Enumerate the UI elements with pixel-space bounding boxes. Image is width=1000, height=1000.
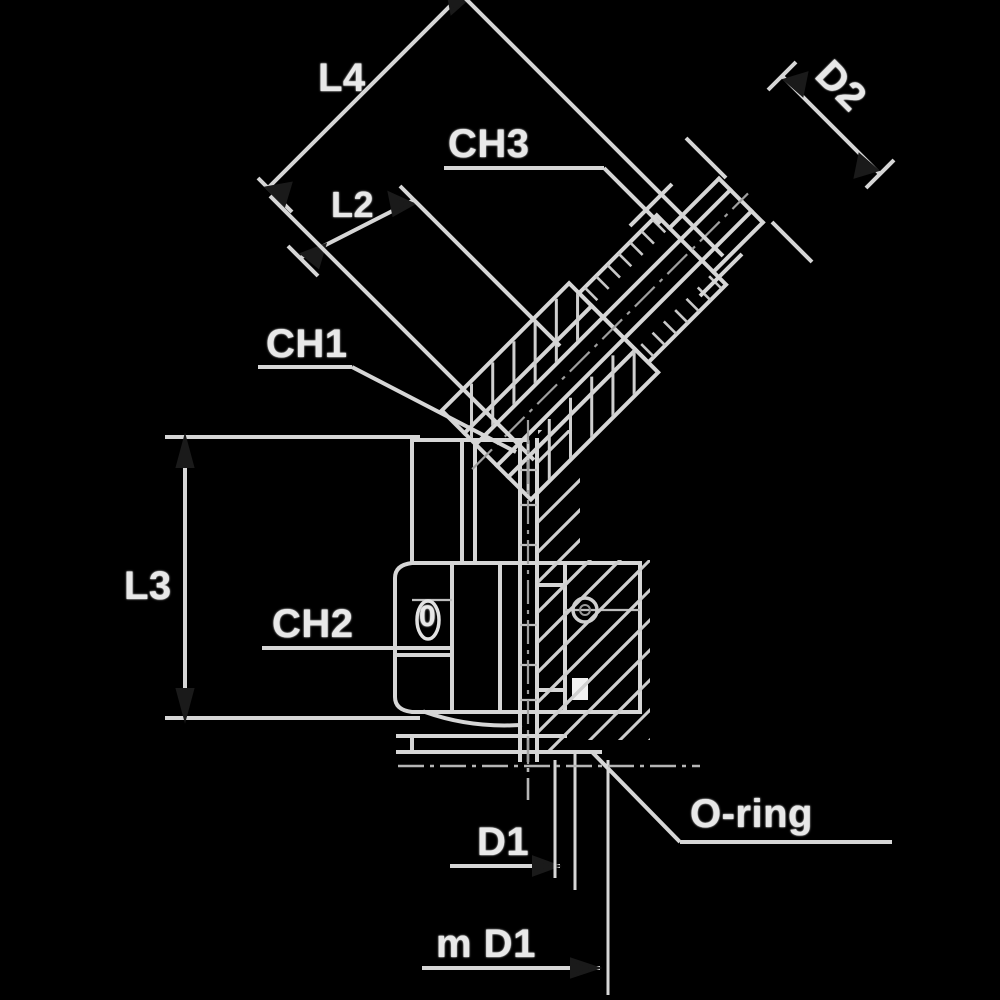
dim-d2 [766,60,896,190]
hex-nut-outline [393,561,502,714]
dim-m-d1-arrow [570,957,603,979]
dim-l3 [165,432,420,724]
thread-crests [583,218,723,358]
dim-label-l3: L3 [124,564,172,608]
branch-bore-top [472,187,734,448]
branch-tip-top [666,175,722,231]
centerlines [398,736,700,800]
callout-label-oring: O-ring [690,792,813,836]
branch-bore-bottom [494,208,755,469]
o-ring-section [571,596,599,624]
dim-l2-leg-right [412,198,562,348]
nut-flat-marker [415,599,441,641]
leader-ch1-slash [351,365,517,454]
dim-l2-arrow-a [299,242,328,270]
dim-l2-tick-a [286,244,320,278]
callout-label-ch3: CH3 [448,122,530,166]
dim-l3-arrow-bottom [175,688,195,724]
leader-ch3-slash [602,166,662,226]
dim-l2 [286,184,562,348]
branch-tip-bottom [710,219,766,275]
dim-label-l4: L4 [318,56,366,100]
dim-label-m-d1: m D1 [436,922,536,966]
dim-l2-arrow-b [387,190,417,218]
dim-d2-tick-a [766,60,798,92]
callout-label-ch1: CH1 [266,322,348,366]
dim-l4-line-left [266,0,459,190]
dim-l4-leg2 [464,0,725,258]
branch-extension-marks [628,136,814,298]
dim-label-d1: D1 [477,820,530,864]
chamfer-curve [422,709,523,728]
dim-inner-diamond [268,194,536,462]
diagonal-branch-group [438,175,766,503]
dim-d2-arrow-a [781,71,809,98]
dim-label-l2: L2 [331,184,375,225]
dim-d2-arrow-b [853,152,881,179]
callout-label-ch2: CH2 [272,602,354,646]
dim-d1-arrow [532,855,562,877]
dim-m-d1 [422,760,610,995]
dim-l4 [256,0,469,214]
branch-centerline [471,192,749,470]
o-ring-core [579,604,591,616]
nut-flat-label: 0 [419,600,437,633]
dim-l4-arrow-b [447,0,469,16]
dim-d1-upper [450,752,577,890]
dim-d2-tick-b [864,158,896,190]
leader-ch1 [258,365,517,454]
leader-ch3 [444,166,662,226]
dim-l4-arrow-a [263,181,293,208]
dim-l3-arrow-top [175,432,195,468]
